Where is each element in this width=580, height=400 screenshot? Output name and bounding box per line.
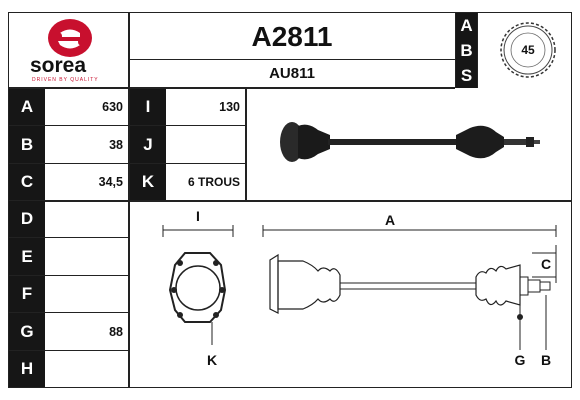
dimension-label-i: I (196, 208, 200, 224)
dimension-label-a: A (384, 212, 396, 228)
drive-shaft-photo (270, 110, 550, 170)
row-divider (8, 275, 128, 276)
label-d: D (9, 201, 45, 237)
product-reference: AU811 (269, 65, 315, 82)
header-divider (8, 87, 455, 89)
product-code: A2811 (251, 21, 333, 52)
value-a: 630 (102, 99, 123, 114)
label-f: F (9, 276, 45, 312)
label-c: C (9, 164, 45, 200)
abs-divider (455, 12, 457, 88)
brand-name: sorea (30, 54, 87, 77)
value-b: 38 (109, 137, 123, 152)
value-j (166, 126, 245, 163)
abs-letter-a: A (460, 15, 473, 35)
value-f (45, 276, 128, 312)
label-h: H (9, 351, 45, 387)
title-divider (128, 59, 455, 60)
abs-column: A B S (456, 13, 477, 88)
value-e (45, 238, 128, 275)
label-k: K (130, 164, 166, 200)
row-divider (8, 125, 246, 126)
abs-letter-b: B (460, 40, 473, 60)
value-c: 34,5 (98, 175, 123, 189)
row-divider (8, 312, 128, 313)
dimension-label-g: G (514, 352, 526, 368)
sorea-logo-mark (48, 19, 92, 57)
value-k: 6 TROUS (187, 175, 240, 189)
abs-divider-2 (477, 12, 478, 88)
abs-letter-s: S (460, 65, 473, 85)
dimension-label-k: K (206, 352, 218, 368)
row-divider (8, 163, 246, 164)
label-g: G (9, 313, 45, 350)
abs-ring-icon: 45 (498, 20, 558, 80)
label-e: E (9, 238, 45, 275)
section-divider (8, 200, 572, 202)
table-divider (245, 88, 247, 201)
label-i: I (130, 89, 166, 125)
dimension-label-c: C (540, 256, 552, 272)
flange-diagram: I K (150, 205, 245, 380)
value-h (45, 351, 128, 387)
label-a: A (9, 89, 45, 125)
dimension-label-b: B (540, 352, 552, 368)
sorea-logo (40, 18, 100, 58)
brand-tagline: DRIVEN BY QUALITY (32, 77, 99, 83)
abs-teeth-count: 45 (521, 43, 535, 57)
value-d (45, 201, 128, 237)
row-divider (8, 237, 128, 238)
value-g: 88 (109, 324, 123, 339)
label-j: J (130, 126, 166, 163)
label-b: B (9, 126, 45, 163)
value-i: 130 (219, 99, 240, 114)
row-divider (8, 350, 128, 351)
shaft-dimension-diagram: A C G B (258, 205, 563, 380)
